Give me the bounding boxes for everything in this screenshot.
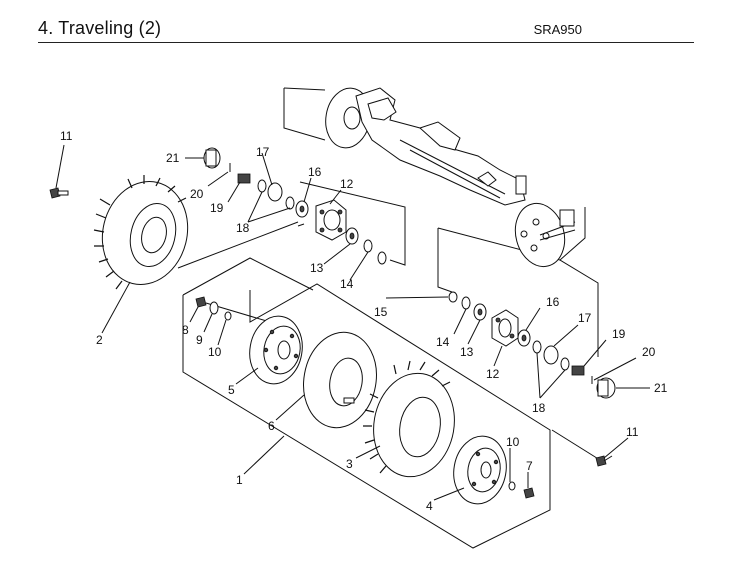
bearing-16-left xyxy=(295,200,309,218)
callout-14-left: 14 xyxy=(340,277,354,291)
callout-21-right: 21 xyxy=(654,381,668,395)
nut-8 xyxy=(195,296,207,308)
bolt-11-right xyxy=(595,455,613,467)
callout-12-right: 12 xyxy=(486,367,500,381)
seal-17-right xyxy=(543,345,559,365)
bolt-11-left xyxy=(49,187,69,199)
callout-11-left: 11 xyxy=(60,129,73,143)
callout-3: 3 xyxy=(346,457,353,471)
hub-12-right xyxy=(491,309,519,347)
axle-housing xyxy=(325,87,576,268)
callout-21-left: 21 xyxy=(166,151,180,165)
callout-13-right: 13 xyxy=(460,345,474,359)
bolt-7 xyxy=(523,487,535,499)
ring-15-left xyxy=(377,251,387,265)
callout-16-left: 16 xyxy=(308,165,322,179)
page-title: 4. Traveling (2) xyxy=(38,18,162,38)
callout-20-left: 20 xyxy=(190,187,204,201)
page-header: 4. Traveling (2) SRA950 xyxy=(38,18,694,43)
callout-9: 9 xyxy=(196,333,203,347)
bearing-13-left xyxy=(345,227,359,245)
bearing-13-right xyxy=(473,303,487,321)
callout-17-left: 17 xyxy=(256,145,270,159)
callout-2: 2 xyxy=(96,333,103,347)
nut-19-right xyxy=(571,365,585,376)
callout-12-left: 12 xyxy=(340,177,354,191)
left-tire xyxy=(93,175,189,290)
callout-8: 8 xyxy=(182,323,189,337)
callout-13-left: 13 xyxy=(310,261,324,275)
washer-10-right xyxy=(508,481,516,491)
tire-3 xyxy=(363,360,455,478)
callout-leaders xyxy=(55,144,650,501)
cap-21-left xyxy=(203,147,221,169)
callout-4: 4 xyxy=(426,499,433,513)
hub-12-left xyxy=(315,199,347,241)
tube-6 xyxy=(303,331,377,429)
callout-14-right: 14 xyxy=(436,335,450,349)
washer-18-right xyxy=(532,340,542,354)
seal-17-left xyxy=(267,182,283,202)
washer-18b-right xyxy=(560,357,570,371)
washer-18b-left xyxy=(285,196,295,210)
model-code: SRA950 xyxy=(533,22,582,37)
rim-5 xyxy=(249,315,303,385)
ring-15-right xyxy=(448,291,458,303)
callout-1: 1 xyxy=(236,473,243,487)
callout-15: 15 xyxy=(374,305,388,319)
callout-10-right: 10 xyxy=(506,435,520,449)
wheel-assembly-frame xyxy=(182,257,551,549)
bearing-16-right xyxy=(517,329,531,347)
washer-18-left xyxy=(257,179,267,193)
rim-4 xyxy=(453,435,507,505)
callout-5: 5 xyxy=(228,383,235,397)
washer-14-left xyxy=(363,239,373,253)
callout-labels: 11 21 20 19 17 18 16 12 13 14 15 2 8 9 1… xyxy=(60,129,668,513)
callout-18-right: 18 xyxy=(532,401,546,415)
callout-11-right: 11 xyxy=(626,425,639,439)
callout-19-right: 19 xyxy=(612,327,626,341)
callout-7: 7 xyxy=(526,459,533,473)
callout-19-left: 19 xyxy=(210,201,224,215)
washer-10 xyxy=(224,311,232,321)
nut-19-left xyxy=(237,173,251,184)
callout-17-right: 17 xyxy=(578,311,592,325)
callout-10-left: 10 xyxy=(208,345,222,359)
callout-18-left: 18 xyxy=(236,221,250,235)
callout-16-right: 16 xyxy=(546,295,560,309)
cap-21-right xyxy=(596,377,616,399)
washer-9 xyxy=(209,301,219,315)
callout-20-right: 20 xyxy=(642,345,656,359)
washer-14-right xyxy=(461,296,471,310)
callout-6: 6 xyxy=(268,419,275,433)
